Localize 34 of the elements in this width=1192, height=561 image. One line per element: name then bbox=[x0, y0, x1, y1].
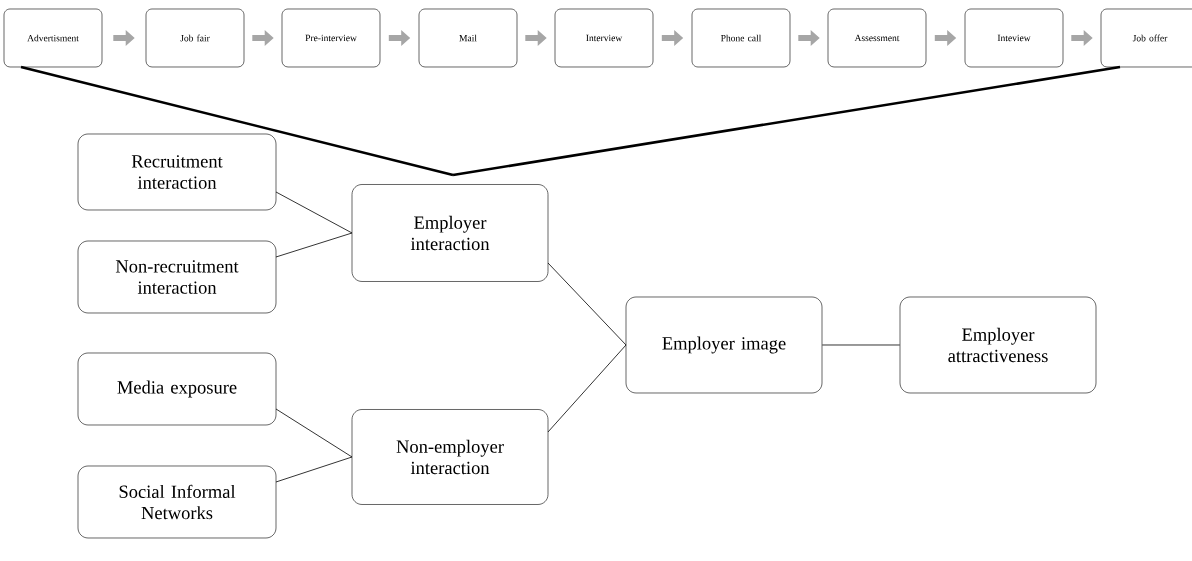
arrow bbox=[252, 30, 274, 46]
arrow bbox=[388, 30, 411, 46]
process-box: Advertisment bbox=[3, 8, 103, 68]
arrow bbox=[1071, 30, 1093, 46]
concept-box: Media exposure bbox=[77, 352, 277, 426]
process-box: Assessment bbox=[827, 8, 927, 68]
process-box: Pre-interview bbox=[281, 8, 381, 68]
process-box: Job offer bbox=[1100, 8, 1192, 68]
process-box: Mail bbox=[418, 8, 518, 68]
concept-box: Non-recruitment interaction bbox=[77, 240, 277, 314]
concept-box: Recruitment interaction bbox=[77, 133, 277, 211]
concept-box: Employer image bbox=[625, 296, 823, 394]
connector-line bbox=[452, 65, 1121, 177]
connector-line bbox=[20, 65, 454, 177]
connector-line bbox=[275, 456, 353, 483]
process-box: Phone call bbox=[691, 8, 791, 68]
process-box: Interview bbox=[554, 8, 654, 68]
connector-line bbox=[547, 344, 627, 433]
concept-box: Employer attractiveness bbox=[899, 296, 1097, 394]
connector-line bbox=[275, 232, 353, 258]
arrow bbox=[934, 30, 957, 46]
process-box: Job fair bbox=[145, 8, 245, 68]
arrow bbox=[798, 30, 820, 46]
process-box: Inteview bbox=[964, 8, 1064, 68]
arrow bbox=[525, 30, 547, 46]
arrow bbox=[113, 30, 135, 46]
concept-box: Employer interaction bbox=[351, 184, 549, 282]
concept-box: Social Informal Networks bbox=[77, 465, 277, 539]
concept-box: Non-employer interaction bbox=[351, 409, 549, 505]
connector-line bbox=[275, 408, 353, 458]
connector-line bbox=[547, 262, 627, 346]
arrow bbox=[661, 30, 684, 46]
connector-line bbox=[275, 191, 353, 234]
connector-line bbox=[821, 344, 901, 346]
